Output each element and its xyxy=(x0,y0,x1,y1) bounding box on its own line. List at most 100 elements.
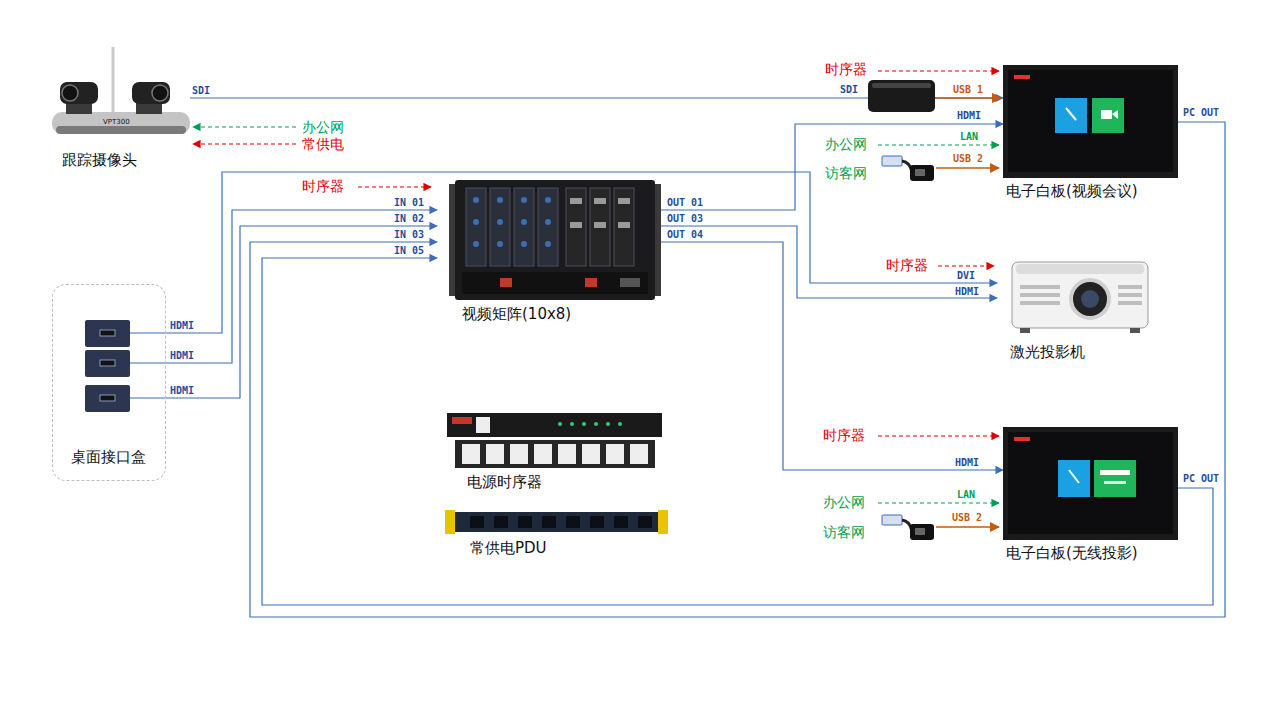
video-matrix-illustration xyxy=(618,198,630,204)
signal-leader xyxy=(878,144,999,145)
projector-illustration xyxy=(1118,293,1142,297)
video-matrix-illustration xyxy=(521,219,527,225)
projector-illustration xyxy=(1118,301,1142,305)
desk-interface-box: 桌面接口盒 xyxy=(52,284,166,481)
desk-plate-illustration xyxy=(130,397,166,398)
video-matrix-illustration xyxy=(618,222,630,228)
video-matrix-illustration xyxy=(590,188,610,266)
port-label: HDMI xyxy=(955,457,979,468)
signal-leader xyxy=(936,526,999,528)
power-sequencer-illustration xyxy=(558,422,562,426)
power-sequencer-illustration xyxy=(476,417,490,433)
port-label: SDI xyxy=(192,85,210,96)
tracking-camera-illustration xyxy=(62,85,78,101)
signal-leader xyxy=(878,436,999,527)
network-label: 办公网 xyxy=(823,495,865,510)
pdu-illustration xyxy=(658,510,668,534)
power-sequencer-illustration xyxy=(455,440,655,468)
port-label: LAN xyxy=(960,131,978,142)
pdu-illustration xyxy=(614,516,628,528)
pdu-illustration xyxy=(445,510,668,534)
sequencer-leader xyxy=(938,266,994,267)
desk-plate-illustration xyxy=(100,395,115,401)
video-matrix-illustration xyxy=(462,272,648,294)
port-label: HDMI xyxy=(170,385,194,396)
video-matrix-illustration xyxy=(566,188,586,266)
video-matrix-illustration xyxy=(497,219,503,225)
video-matrix: 视频矩阵(10x8) xyxy=(437,180,660,325)
power-leader xyxy=(193,143,296,144)
power-sequencer-illustration xyxy=(447,413,662,437)
video-matrix-illustration xyxy=(545,219,551,225)
usb-adapter-illustration xyxy=(915,169,925,176)
whiteboard-illustration xyxy=(1058,460,1090,497)
power-sequencer-illustration xyxy=(452,417,472,424)
pdu-illustration xyxy=(590,516,604,528)
power-sequencer-illustration xyxy=(486,444,504,464)
desk-plate-illustration xyxy=(85,385,130,412)
power-sequencer-illustration xyxy=(558,444,576,464)
network-label: 时序器 xyxy=(823,428,865,443)
projector-illustration xyxy=(1020,328,1030,333)
power-leader xyxy=(193,126,296,127)
model-label: VPT300 xyxy=(103,118,130,126)
port-label: IN 02 xyxy=(394,213,424,224)
usb-adapter-illustration xyxy=(910,165,934,181)
pdu-illustration xyxy=(494,516,508,528)
network-label: 常供电 xyxy=(302,137,344,152)
signal-leader xyxy=(878,435,999,436)
port-label: HDMI xyxy=(957,110,981,121)
video-matrix-illustration xyxy=(449,180,661,300)
whiteboard-illustration xyxy=(1055,98,1087,133)
projector-illustration xyxy=(1020,293,1060,297)
signal-leader xyxy=(936,167,999,169)
signal-leader xyxy=(878,502,999,503)
port-label: PC OUT xyxy=(1183,473,1219,484)
port-label: HDMI xyxy=(170,320,194,331)
whiteboard-device: 电子白板(无线投影) xyxy=(1003,427,1178,564)
port-label: USB 2 xyxy=(953,153,983,164)
desk-plate-illustration xyxy=(100,330,115,336)
projector-illustration xyxy=(1012,262,1148,328)
video-matrix-illustration xyxy=(570,198,582,204)
device-caption: 视频矩阵(10x8) xyxy=(462,305,571,323)
video-matrix-illustration xyxy=(455,180,655,300)
tracking-camera-illustration xyxy=(60,82,98,104)
whiteboard-illustration xyxy=(1008,432,1173,534)
power-sequencer-illustration xyxy=(582,444,600,464)
power-sequencer-illustration xyxy=(570,422,574,426)
pdu-illustration xyxy=(638,516,652,528)
port-label: PC OUT xyxy=(1183,107,1219,118)
camera-device: 跟踪摄像头 xyxy=(48,45,190,173)
signal-leader xyxy=(935,97,1001,99)
device-caption: 常供电PDU xyxy=(470,539,547,557)
power-sequencer-illustration xyxy=(630,444,648,464)
power-sequencer-illustration xyxy=(582,422,586,426)
projector-illustration xyxy=(1081,290,1099,308)
power-sequencer-illustration xyxy=(594,422,598,426)
whiteboard-illustration xyxy=(1100,470,1130,475)
converter-illustration xyxy=(872,83,931,88)
projector-illustration xyxy=(1020,301,1060,305)
projector-illustration xyxy=(1016,264,1144,274)
network-label: 办公网 xyxy=(825,137,867,152)
power-sequencer-illustration xyxy=(534,444,552,464)
tracking-camera-illustration xyxy=(56,126,186,134)
pdu-illustration xyxy=(566,516,580,528)
video-matrix-illustration xyxy=(585,278,597,287)
device-caption: 跟踪摄像头 xyxy=(62,151,137,169)
network-label: 时序器 xyxy=(302,179,344,194)
power-sequencer: 电源时序器 xyxy=(447,413,662,493)
whiteboard-illustration xyxy=(1092,98,1124,133)
signal-cable xyxy=(166,210,437,363)
port-label: USB 1 xyxy=(953,84,983,95)
device-caption: 激光投影机 xyxy=(1010,343,1085,361)
whiteboard-illustration xyxy=(1112,110,1118,119)
desk-plate-illustration xyxy=(85,320,166,412)
video-matrix-illustration xyxy=(594,222,606,228)
port-label: OUT 01 xyxy=(667,197,703,208)
whiteboard-illustration xyxy=(1003,65,1178,178)
signal-leader xyxy=(878,71,1001,168)
power-sequencer-illustration xyxy=(462,444,480,464)
whiteboard-illustration xyxy=(1003,427,1178,540)
